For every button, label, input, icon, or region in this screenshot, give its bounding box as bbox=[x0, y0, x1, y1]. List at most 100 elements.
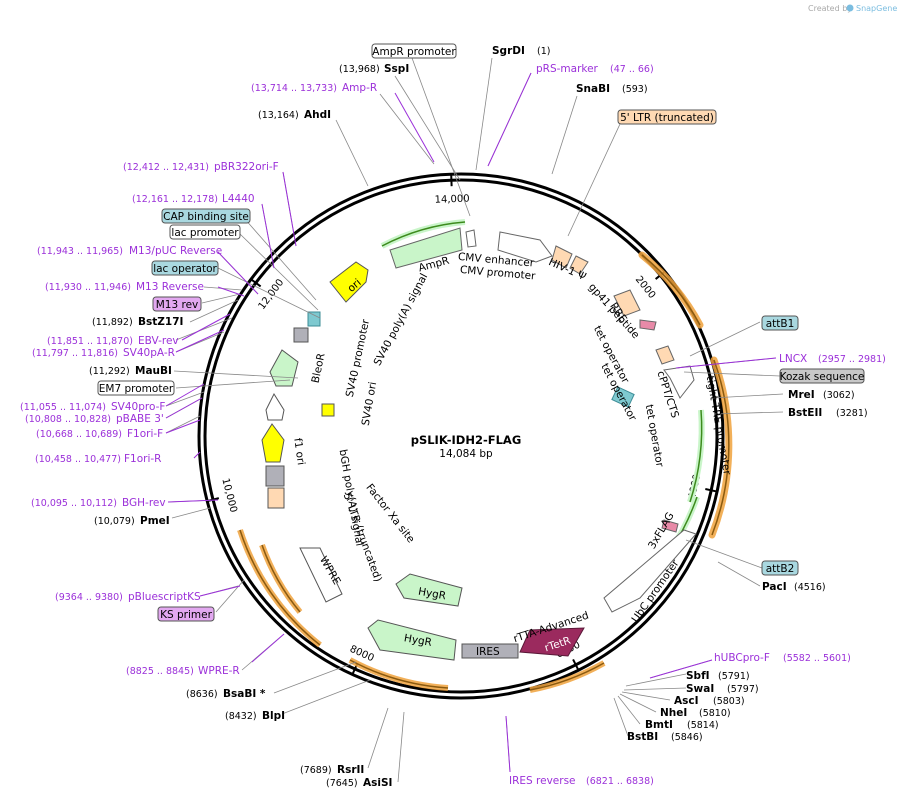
enzyme-rsrii: RsrII bbox=[337, 764, 364, 776]
label-tet-operator-3: tet operator bbox=[643, 404, 666, 469]
enzyme-nhei: NheI bbox=[660, 707, 687, 719]
label-sv40-polya: SV40 poly(A) signal bbox=[372, 272, 431, 368]
primer-sv40pro-f-pos: (11,055 .. 11,074) bbox=[20, 402, 106, 413]
primer-hubcpro-f: hUBCpro-F bbox=[714, 652, 770, 664]
enzyme-snabi-pos: (593) bbox=[622, 84, 648, 95]
enzyme-bstbi-pos: (5846) bbox=[671, 732, 703, 743]
enzyme-maubi: MauBI bbox=[135, 365, 172, 377]
primer-amp-r-pos: (13,714 .. 13,733) bbox=[251, 83, 337, 94]
primer-m13puc-reverse: M13/pUC Reverse bbox=[129, 245, 222, 257]
enzyme-bsteii: BstEII bbox=[788, 407, 822, 419]
label-lac-promoter: lac promoter bbox=[171, 227, 239, 239]
label-cap-binding-site: CAP binding site bbox=[163, 211, 249, 223]
enzyme-pmei-pos: (10,079) bbox=[94, 516, 135, 527]
enzyme-asci: AscI bbox=[674, 695, 699, 707]
enzyme-mrei: MreI bbox=[788, 389, 815, 401]
enzyme-asisi-pos: (7645) bbox=[326, 778, 358, 789]
primer-pbr322ori-f: pBR322ori-F bbox=[214, 161, 279, 173]
ampr-promoter-box bbox=[466, 230, 476, 247]
primer-l4440-pos: (12,161 .. 12,178) bbox=[132, 194, 218, 205]
enzyme-bstz17i-pos: (11,892) bbox=[92, 317, 133, 328]
enzyme-bmti: BmtI bbox=[645, 719, 673, 731]
primer-wpre-r-pos: (8825 .. 8845) bbox=[126, 666, 194, 677]
f1ori-arrow bbox=[262, 424, 284, 462]
enzyme-swai: SwaI bbox=[686, 683, 714, 695]
label-f1-ori: f1 ori bbox=[291, 437, 307, 466]
ltr2-box bbox=[268, 488, 284, 508]
label-sv40-ori: SV40 ori bbox=[360, 381, 379, 427]
enzyme-sspi: SspI bbox=[384, 63, 409, 75]
label-ks-primer: KS primer bbox=[160, 609, 212, 621]
primer-bgh-rev: BGH-rev bbox=[122, 497, 166, 509]
primer-sv40pa-r: SV40pA-R bbox=[123, 347, 175, 359]
primer-amp-r: Amp-R bbox=[342, 82, 377, 94]
enzyme-bstbi: BstBI bbox=[627, 731, 658, 743]
enzyme-bsabi-pos: (8636) bbox=[186, 689, 218, 700]
primer-bgh-rev-pos: (10,095 .. 10,112) bbox=[31, 498, 117, 509]
em7-box bbox=[308, 312, 320, 326]
enzyme-asisi: AsiSI bbox=[363, 777, 392, 789]
primer-prs-marker-pos: (47 .. 66) bbox=[610, 64, 654, 75]
enzyme-sspi-pos: (13,968) bbox=[339, 64, 380, 75]
enzyme-ahdi-pos: (13,164) bbox=[258, 110, 299, 121]
primer-f1ori-r: F1ori-R bbox=[124, 453, 161, 465]
primer-sv40pa-r-pos: (11,797 .. 11,816) bbox=[32, 348, 118, 359]
sv40-ori-box bbox=[322, 404, 334, 416]
primer-sv40pro-f: SV40pro-F bbox=[111, 401, 165, 413]
primer-ires-reverse: IRES reverse bbox=[509, 775, 576, 787]
primer-lncx: LNCX bbox=[779, 353, 807, 365]
enzyme-sgrdi: SgrDI bbox=[492, 45, 525, 57]
enzyme-bstz17i: BstZ17I bbox=[138, 316, 183, 328]
primer-ebv-rev: EBV-rev bbox=[138, 335, 179, 347]
cppt-box bbox=[656, 346, 674, 364]
credit-brand: SnapGene bbox=[856, 4, 897, 13]
label-m13-rev: M13 rev bbox=[156, 299, 199, 311]
tick-label: 10,000 bbox=[219, 477, 238, 514]
enzyme-blpi-pos: (8432) bbox=[225, 711, 257, 722]
label-bleor: BleoR bbox=[310, 352, 328, 384]
label-bgh-polya: bGH poly(A) signal bbox=[336, 448, 365, 547]
label-ampr-promoter: AmpR promoter bbox=[372, 46, 456, 58]
primer-lncx-pos: (2957 .. 2981) bbox=[818, 354, 886, 365]
enzyme-asci-pos: (5803) bbox=[713, 696, 745, 707]
enzyme-blpi: BlpI bbox=[262, 710, 285, 722]
primer-ebv-rev-pos: (11,851 .. 11,870) bbox=[47, 336, 133, 347]
enzyme-paci-pos: (4516) bbox=[794, 582, 826, 593]
enzyme-swai-pos: (5797) bbox=[727, 684, 759, 695]
boxed-labels: AmpR promoter 5' LTR (truncated) CAP bin… bbox=[98, 44, 864, 621]
primer-ires-reverse-pos: (6821 .. 6838) bbox=[586, 776, 654, 787]
primer-hubcpro-f-pos: (5582 .. 5601) bbox=[783, 653, 851, 664]
primer-l4440: L4440 bbox=[222, 193, 255, 205]
sv40-promoter-arrow bbox=[266, 394, 284, 420]
label-ires: IRES bbox=[476, 646, 500, 658]
tick-label: 14,000 bbox=[434, 194, 469, 206]
label-factor-xa-site: Factor Xa site bbox=[363, 482, 416, 546]
primer-m13-reverse-pos: (11,930 .. 11,946) bbox=[45, 282, 131, 293]
primer-pbr322ori-f-pos: (12,412 .. 12,431) bbox=[123, 162, 209, 173]
enzyme-bsabi: BsaBI * bbox=[223, 688, 266, 700]
enzyme-sbfi: SbfI bbox=[686, 670, 710, 682]
primer-pbluescriptks: pBluescriptKS bbox=[128, 591, 201, 603]
enzyme-nhei-pos: (5810) bbox=[699, 708, 731, 719]
label-attb2: attB2 bbox=[766, 563, 795, 575]
primer-leaders bbox=[166, 73, 776, 772]
enzyme-bmti-pos: (5814) bbox=[687, 720, 719, 731]
plasmid-size: 14,084 bp bbox=[439, 448, 493, 460]
label-5ltr-top: 5' LTR (truncated) bbox=[620, 112, 714, 124]
primer-f1ori-f: F1ori-F bbox=[127, 428, 163, 440]
primer-m13-reverse: M13 Reverse bbox=[136, 281, 204, 293]
enzyme-mrei-pos: (3062) bbox=[823, 390, 855, 401]
enzyme-sbfi-pos: (5791) bbox=[718, 671, 750, 682]
enzyme-ahdi: AhdI bbox=[304, 109, 331, 121]
sv40pa-box bbox=[294, 328, 308, 342]
primer-wpre-r: WPRE-R bbox=[198, 665, 240, 677]
enzyme-pmei: PmeI bbox=[140, 515, 170, 527]
primer-pbluescriptks-pos: (9364 .. 9380) bbox=[55, 592, 123, 603]
label-em7-promoter: EM7 promoter bbox=[99, 383, 174, 395]
label-kozak-sequence: Kozak sequence bbox=[780, 371, 865, 383]
primer-prs-marker: pRS-marker bbox=[536, 63, 599, 75]
primer-pbabe-3-pos: (10,808 .. 10,828) bbox=[25, 414, 111, 425]
primer-pbabe-3: pBABE 3' bbox=[116, 413, 164, 425]
